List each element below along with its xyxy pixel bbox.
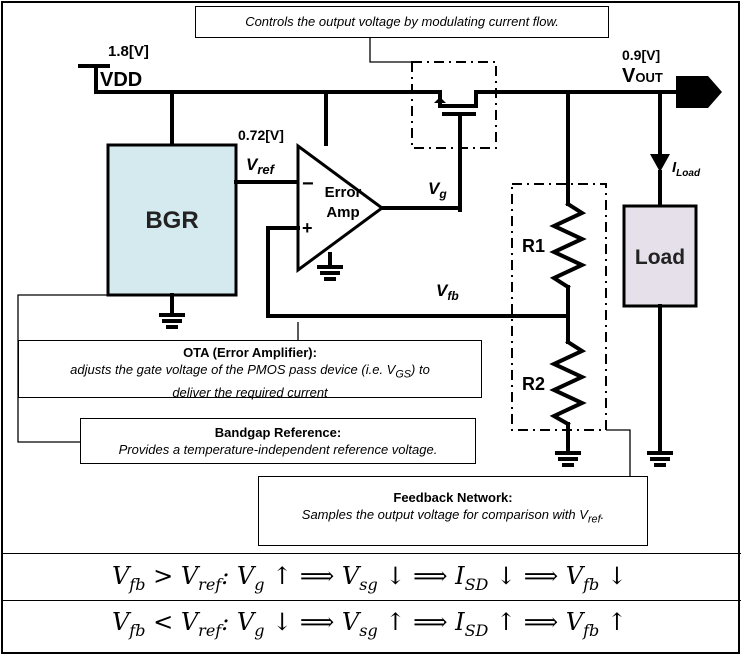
- equation-text-1: Vfb > Vref: Vg ↑ ⟹ Vsg ↓ ⟹ ISD ↓ ⟹ Vfb ↓: [111, 562, 628, 594]
- vref-voltage: 0.72[V]: [238, 127, 284, 143]
- iload-label: ILoad: [672, 159, 701, 179]
- amp-label-line2: Amp: [326, 204, 359, 221]
- bandgap-callout-body: Provides a temperature-independent refer…: [118, 442, 438, 457]
- ota-callout-body: adjusts the gate voltage of the PMOS pas…: [70, 362, 430, 381]
- equation-line-1: Vfb > Vref: Vg ↑ ⟹ Vsg ↓ ⟹ ISD ↓ ⟹ Vfb ↓: [0, 562, 739, 594]
- load-label: Load: [635, 246, 685, 269]
- pmos-callout: Controls the output voltage by modulatin…: [195, 6, 609, 38]
- feedback-callout-leader: [606, 429, 631, 476]
- vout-port-arrow: [676, 76, 722, 108]
- vout-label: VOUT: [622, 65, 663, 87]
- bgr-label: BGR: [145, 207, 198, 234]
- amp-label-line1: Error: [325, 184, 362, 201]
- amp-ground-icon: [317, 265, 343, 281]
- equation-divider-top: [2, 553, 741, 554]
- bandgap-callout-head: Bandgap Reference:: [214, 425, 342, 440]
- vdd-label: VDD: [100, 69, 142, 91]
- r2-resistor: [549, 339, 587, 427]
- bgr-ground-icon: [159, 313, 185, 329]
- vref-label: Vref: [246, 155, 276, 177]
- equation-text-2: Vfb < Vref: Vg ↓ ⟹ Vsg ↑ ⟹ ISD ↑ ⟹ Vfb ↑: [111, 608, 628, 640]
- ota-callout-body-2: deliver the required current: [172, 384, 328, 400]
- pmos-pass-device: [434, 90, 478, 212]
- feedback-dashed-box: [511, 183, 607, 431]
- feedback-callout-body: Samples the output voltage for compariso…: [301, 507, 605, 526]
- vout-voltage: 0.9[V]: [622, 47, 660, 63]
- feedback-callout-head: Feedback Network:: [393, 490, 513, 505]
- vfb-label: Vfb: [436, 281, 459, 303]
- pmos-dashed-box: [411, 61, 497, 149]
- bgr-block: [106, 143, 238, 297]
- load-ground-icon: [647, 451, 673, 467]
- feedback-callout: Feedback Network: Samples the output vol…: [258, 476, 648, 546]
- r1-resistor: [549, 201, 587, 290]
- ota-callout-head: OTA (Error Amplifier):: [183, 345, 317, 360]
- pmos-callout-text: Controls the output voltage by modulatin…: [245, 14, 559, 29]
- error-amp-triangle: [296, 143, 385, 273]
- ota-callout: OTA (Error Amplifier): adjusts the gate …: [18, 340, 482, 400]
- iload-arrow: [650, 154, 670, 172]
- vg-label: Vg: [428, 179, 447, 201]
- equation-line-2: Vfb < Vref: Vg ↓ ⟹ Vsg ↑ ⟹ ISD ↑ ⟹ Vfb ↑: [0, 608, 739, 640]
- r1-label: R1: [522, 236, 545, 256]
- amp-plus-sign: +: [302, 218, 313, 238]
- r2-label: R2: [522, 374, 545, 394]
- bandgap-callout: Bandgap Reference: Provides a temperatur…: [80, 418, 476, 464]
- pmos-callout-leader: [369, 38, 412, 63]
- r2-ground-icon: [555, 451, 581, 467]
- vdd-voltage: 1.8[V]: [108, 43, 149, 60]
- equation-divider-middle: [2, 600, 741, 601]
- amp-minus-sign: −: [302, 173, 314, 195]
